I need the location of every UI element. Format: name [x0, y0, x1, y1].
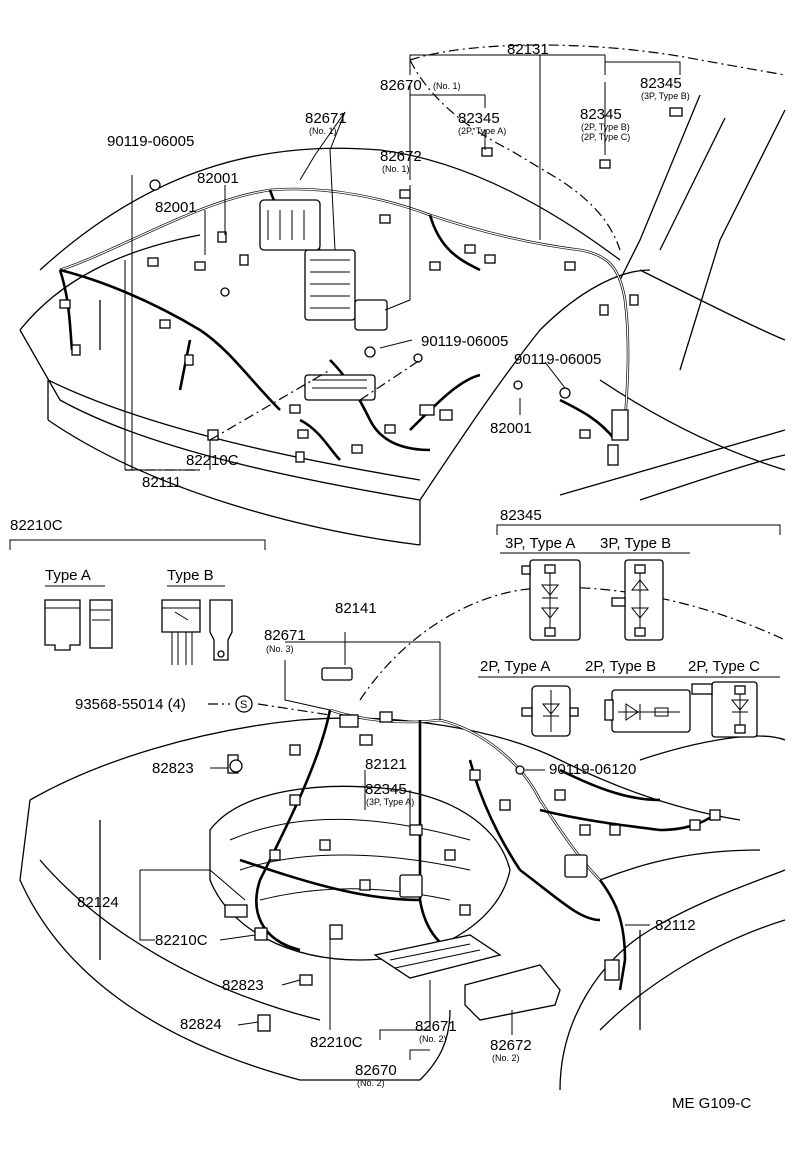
label-82124: 82124 [77, 894, 119, 911]
label-82112: 82112 [655, 917, 696, 934]
label-82345-3p-a-mid-sub: (3P, Type A) [366, 797, 414, 807]
label-82671-no3: 82671 [264, 627, 306, 644]
label-82670-no2-sub: (No. 2) [357, 1078, 385, 1088]
label-82001-b: 82001 [155, 199, 197, 216]
label-90119-06005-c: 90119-06005 [514, 351, 601, 368]
label-82141: 82141 [335, 600, 377, 617]
label-82670-no1-sub: (No. 1) [433, 81, 461, 91]
upper-leader-lines [124, 54, 681, 471]
label-82823-a: 82823 [152, 760, 194, 777]
conn-2p-type-c-label: 2P, Type C [688, 658, 760, 675]
label-82823-b: 82823 [222, 977, 264, 994]
label-82672-no1: 82672 [380, 148, 422, 165]
conn-2p-type-b-label: 2P, Type B [585, 658, 656, 675]
lower-connectors [224, 667, 721, 1032]
lower-vehicle-body [19, 586, 786, 1091]
conn-2p-type-a-drawing [521, 685, 579, 737]
connector-panel-title: 82345 [500, 507, 542, 524]
label-82670-no2: 82670 [355, 1062, 397, 1079]
label-82210c-a: 82210C [155, 932, 208, 949]
fuse-type-panel: 82210C Type A Type B [9, 517, 266, 665]
lower-leader-lines [139, 632, 650, 1060]
label-82210c-b: 82210C [310, 1034, 363, 1051]
label-82671-no1: 82671 [305, 110, 347, 127]
label-82121: 82121 [365, 756, 407, 773]
upper-vehicle-body [19, 44, 786, 546]
label-90119-06120: 90119-06120 [549, 761, 636, 778]
fuse-panel-title: 82210C [10, 517, 63, 534]
screw-symbol: S [240, 699, 247, 711]
fuse-type-a-drawing [44, 599, 113, 651]
label-82672-no1-sub: (No. 1) [382, 164, 410, 174]
label-82345-2p-bc: 82345 [580, 106, 622, 123]
label-82671-no2: 82671 [415, 1018, 457, 1035]
label-82345-2p-bc-sub1: (2P, Type B) [581, 122, 630, 132]
fuse-type-a-label: Type A [45, 567, 91, 584]
screw-symbol-circle [235, 695, 253, 713]
label-82671-no1-sub: (No. 1) [309, 126, 337, 136]
conn-3p-type-b-label: 3P, Type B [600, 535, 671, 552]
callout-labels: 82131 82670 (No. 1) 82345 (3P, Type B) 8… [75, 41, 751, 1112]
label-82001-a: 82001 [197, 170, 239, 187]
fuse-type-b-label: Type B [167, 567, 214, 584]
label-90119-06005-b: 90119-06005 [421, 333, 508, 350]
label-82672-no2: 82672 [490, 1037, 532, 1054]
label-82131: 82131 [507, 41, 549, 58]
conn-3p-type-a-label: 3P, Type A [505, 535, 575, 552]
label-82672-no2-sub: (No. 2) [492, 1053, 520, 1063]
label-82345-2p-bc-sub2: (2P, Type C) [581, 132, 630, 142]
label-82345-3p-a-mid: 82345 [365, 781, 407, 798]
conn-3p-type-b-drawing [611, 559, 664, 641]
conn-2p-type-c-drawing [691, 681, 758, 738]
label-82671-no3-sub: (No. 3) [266, 644, 294, 654]
conn-2p-type-b-drawing [604, 689, 691, 733]
label-90119-06005-a: 90119-06005 [107, 133, 194, 150]
label-82111: 82111 [142, 474, 182, 491]
label-82210c-top: 82210C [186, 452, 239, 469]
drawing-code: ME G109-C [672, 1095, 751, 1112]
label-82671-no2-sub: (No. 2) [419, 1034, 447, 1044]
connector-type-panel: 82345 3P, Type A 3P, Type B 2P, Type A 2… [478, 507, 781, 738]
label-82345-3p-b-top-sub: (3P, Type B) [641, 91, 690, 101]
conn-3p-type-a-drawing [521, 559, 581, 641]
label-82670-no1: 82670 [380, 77, 422, 94]
conn-2p-type-a-label: 2P, Type A [480, 658, 550, 675]
fuse-type-b-drawing [161, 599, 233, 665]
label-93568-55014: 93568-55014 (4) [75, 696, 186, 713]
upper-connectors [59, 107, 683, 466]
label-82345-2p-a-top: 82345 [458, 110, 500, 127]
label-82345-3p-b-top: 82345 [640, 75, 682, 92]
label-82824: 82824 [180, 1016, 222, 1033]
label-82345-2p-a-top-sub: (2P, Type A) [458, 126, 506, 136]
label-82001-c: 82001 [490, 420, 532, 437]
